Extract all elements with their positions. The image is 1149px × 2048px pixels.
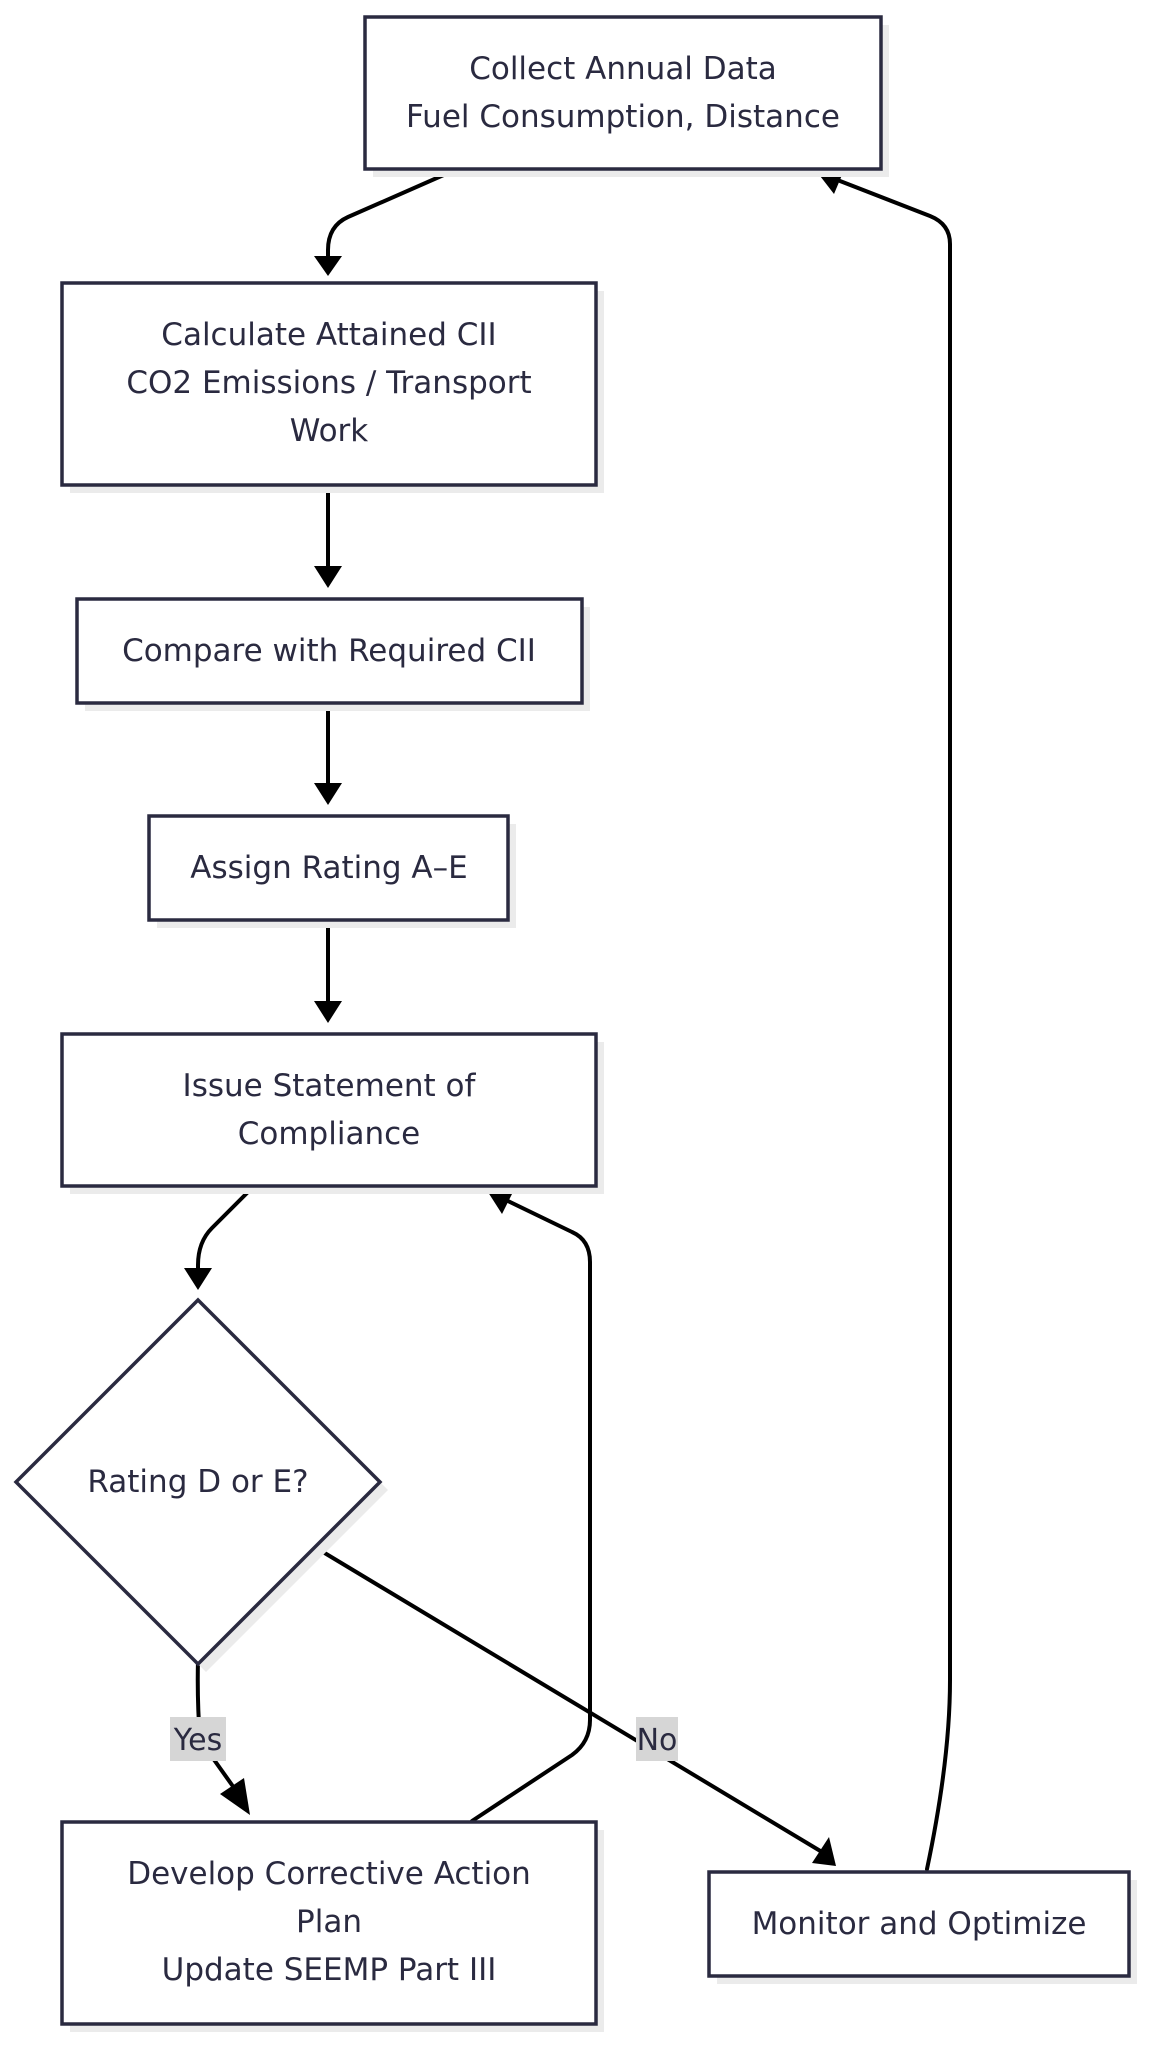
node-issue-line-1: Issue Statement of: [183, 1068, 477, 1104]
node-collect-annual-data: Collect Annual Data Fuel Consumption, Di…: [363, 15, 889, 177]
edge-monitor-to-collect: [838, 179, 952, 1871]
edge-issue-to-decision: [196, 1185, 255, 1270]
node-monitor-optimize: Monitor and Optimize: [707, 1870, 1137, 1984]
arrowhead-compare: [314, 566, 342, 588]
edge-label-no-text: No: [637, 1723, 678, 1758]
edge-label-yes: Yes: [170, 1717, 226, 1761]
node-calculate-line-1: Calculate Attained CII: [161, 317, 496, 353]
edges: [184, 168, 952, 1871]
node-calculate-attained-cii: Calculate Attained CII CO2 Emissions / T…: [60, 281, 604, 493]
arrowhead-assign: [314, 783, 342, 805]
arrowhead-develop: [220, 1778, 250, 1815]
node-compare-required-cii: Compare with Required CII: [75, 597, 590, 711]
node-develop-line-3: Update SEEMP Part III: [162, 1952, 497, 1988]
node-compare-line-1: Compare with Required CII: [122, 633, 536, 669]
node-develop-corrective-plan: Develop Corrective Action Plan Update SE…: [60, 1820, 604, 2032]
edge-collect-to-calculate: [326, 168, 457, 260]
node-collect-line-1: Collect Annual Data: [469, 51, 777, 87]
node-decision-rating: Rating D or E?: [13, 1297, 388, 1672]
arrowhead-monitor: [812, 1837, 836, 1866]
arrowhead-calculate: [314, 256, 342, 276]
node-develop-line-2: Plan: [296, 1904, 362, 1940]
edge-label-no: No: [636, 1717, 678, 1761]
arrowhead-issue-loop: [486, 1188, 515, 1214]
arrowhead-issue: [314, 1001, 342, 1023]
node-calculate-line-2: CO2 Emissions / Transport: [126, 365, 531, 401]
node-collect-line-2: Fuel Consumption, Distance: [406, 99, 840, 135]
node-issue-statement: Issue Statement of Compliance: [60, 1032, 604, 1194]
edge-decision-to-monitor: [311, 1544, 824, 1854]
node-assign-line-1: Assign Rating A–E: [190, 850, 467, 886]
edge-develop-to-issue: [470, 1199, 592, 1823]
node-calculate-line-3: Work: [290, 413, 369, 449]
node-decision-line-1: Rating D or E?: [87, 1464, 308, 1500]
node-assign-rating: Assign Rating A–E: [147, 814, 516, 928]
arrowhead-decision: [184, 1268, 212, 1290]
node-develop-line-1: Develop Corrective Action: [127, 1856, 531, 1892]
node-monitor-line-1: Monitor and Optimize: [752, 1906, 1087, 1942]
node-issue-line-2: Compliance: [238, 1116, 420, 1152]
edge-label-yes-text: Yes: [173, 1723, 222, 1758]
